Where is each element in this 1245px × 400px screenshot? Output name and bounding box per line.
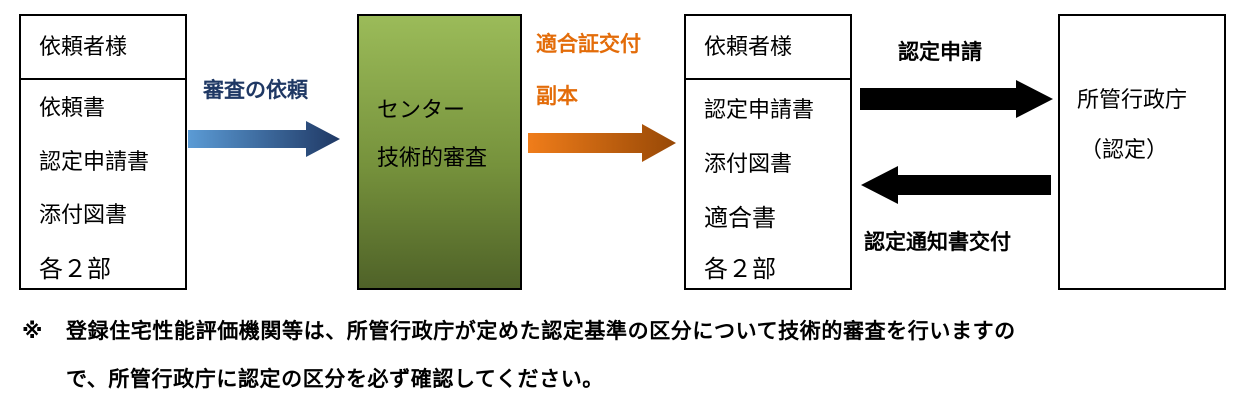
arrow3-label: 認定申請 — [898, 40, 982, 64]
application-arrow — [860, 80, 1053, 118]
authority-name: 所管行政庁 — [1077, 88, 1188, 113]
note-mark: ※ — [22, 319, 43, 343]
client-item-copies: 各２部 — [39, 255, 111, 283]
note-line-2: で、所管行政庁に認定の区分を必ず確認してください。 — [66, 367, 604, 391]
client-box-2: 依頼者様 認定申請書 添付図書 適合書 各２部 — [684, 14, 852, 290]
client-box-divider — [21, 78, 185, 80]
client-item-request-form: 依頼書 — [39, 96, 106, 121]
note-line-1: 登録住宅性能評価機関等は、所管行政庁が定めた認定基準の区分について技術的審査を行… — [66, 319, 1016, 343]
client2-item-copies: 各２部 — [704, 255, 776, 283]
center-box-line1: センター — [377, 98, 466, 123]
authority-box: 所管行政庁 （認定） — [1058, 14, 1226, 290]
arrow4-label: 認定通知書交付 — [864, 230, 1011, 254]
arrow2-label-duplicate: 副本 — [536, 84, 578, 108]
arrow1-label: 審査の依頼 — [203, 78, 308, 102]
arrow2-label-certificate: 適合証交付 — [536, 32, 641, 56]
center-box-line2: 技術的審査 — [377, 146, 488, 171]
center-box: センター 技術的審査 — [357, 14, 522, 290]
client-box: 依頼者様 依頼書 認定申請書 添付図書 各２部 — [19, 14, 187, 290]
client-item-attachments: 添付図書 — [39, 203, 128, 228]
request-arrow — [188, 121, 340, 157]
authority-role: （認定） — [1080, 138, 1169, 163]
issue-arrow — [528, 124, 676, 162]
client2-item-attachments: 添付図書 — [704, 152, 793, 177]
client2-item-conformity: 適合書 — [704, 204, 776, 232]
client-item-application: 認定申請書 — [39, 150, 150, 175]
client-box-header: 依頼者様 — [39, 35, 128, 60]
notification-arrow — [861, 166, 1051, 204]
client-box-2-divider — [686, 78, 850, 80]
client2-item-application: 認定申請書 — [704, 98, 815, 123]
client-box-2-header: 依頼者様 — [704, 35, 793, 60]
